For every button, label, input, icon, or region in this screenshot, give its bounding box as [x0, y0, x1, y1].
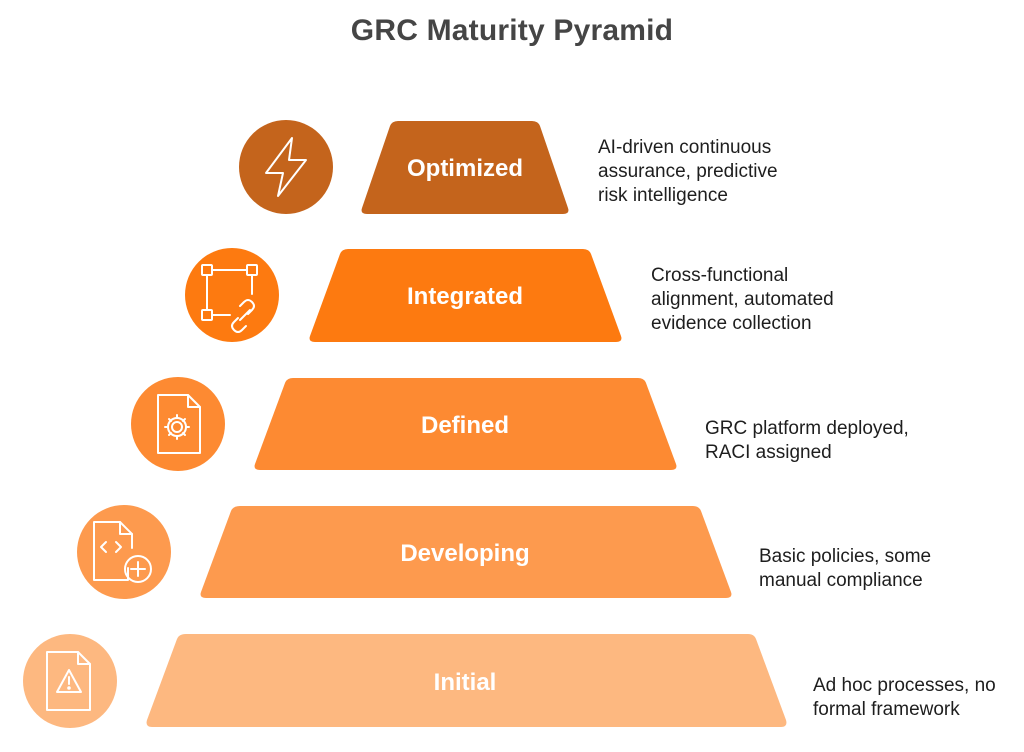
level-defined-label: Defined — [421, 412, 509, 439]
level-defined-description: GRC platform deployed, RACI assigned — [705, 417, 909, 465]
description-line: formal framework — [813, 699, 960, 720]
description-line: Ad hoc processes, no — [813, 675, 996, 696]
level-initial-description: Ad hoc processes, no formal framework — [813, 674, 996, 722]
lightning-bolt-icon — [265, 137, 307, 197]
level-developing-description: Basic policies, some manual compliance — [759, 545, 931, 593]
level-defined-icon-circle — [131, 377, 225, 471]
description-line: Cross-functional — [651, 265, 789, 286]
level-optimized[interactable]: Optimized — [239, 120, 569, 214]
document-warning-icon — [46, 651, 91, 711]
level-developing-band — [200, 506, 732, 598]
level-integrated-description: Cross-functional alignment, automated ev… — [651, 264, 834, 336]
level-optimized-description: AI-driven continuous assurance, predicti… — [598, 136, 778, 208]
level-integrated-band — [309, 249, 622, 342]
level-developing-icon-circle — [77, 505, 171, 599]
description-line: AI-driven continuous — [598, 137, 772, 158]
level-optimized-icon-circle — [239, 120, 333, 214]
level-optimized-band — [361, 121, 569, 214]
level-defined[interactable]: Defined — [131, 377, 677, 471]
level-integrated[interactable]: Integrated — [185, 248, 622, 342]
level-defined-band — [254, 378, 677, 470]
level-integrated-icon-circle — [185, 248, 279, 342]
page-title: GRC Maturity Pyramid — [350, 14, 674, 47]
code-file-plus-icon — [93, 521, 152, 583]
level-integrated-label: Integrated — [407, 283, 523, 310]
description-line: manual compliance — [759, 570, 923, 591]
description-line: risk intelligence — [598, 185, 728, 206]
description-line: Basic policies, some — [759, 546, 932, 567]
level-developing-label: Developing — [400, 540, 529, 567]
description-line: evidence collection — [651, 313, 812, 334]
connected-nodes-link-icon — [201, 264, 258, 333]
level-developing[interactable]: Developing — [77, 505, 732, 599]
level-initial-band — [146, 634, 787, 727]
level-optimized-label: Optimized — [407, 155, 523, 182]
description-line: RACI assigned — [705, 442, 832, 463]
description-line: assurance, predictive — [598, 161, 778, 182]
description-line: alignment, automated — [651, 289, 834, 310]
level-initial[interactable]: Initial — [23, 634, 787, 728]
description-line: GRC platform deployed, — [705, 418, 909, 439]
document-gear-icon — [157, 394, 201, 454]
level-initial-label: Initial — [434, 669, 497, 696]
